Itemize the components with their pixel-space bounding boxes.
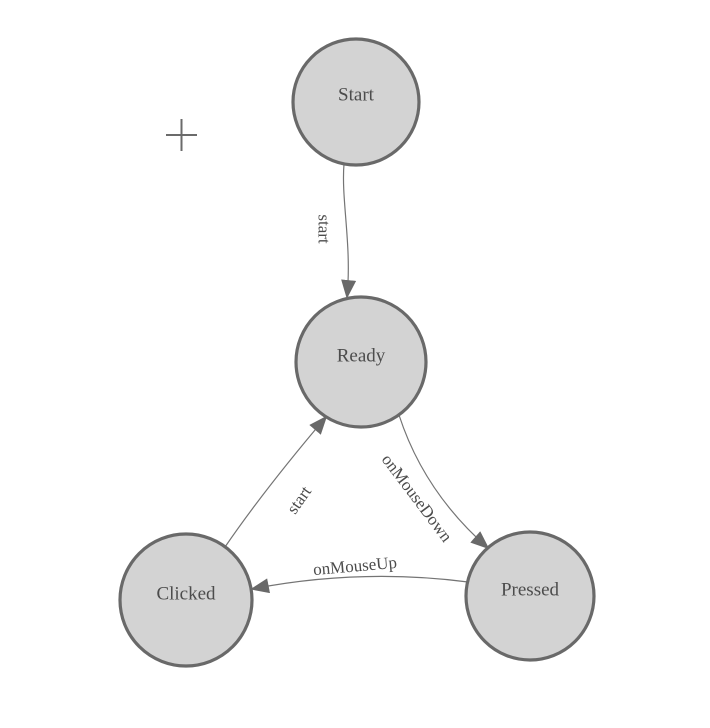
nodes-layer: Start Ready Clicked Pressed [118, 37, 596, 668]
transition-label-ready-to-pressed: onMouseDown [378, 450, 457, 546]
transition-ready-to-pressed[interactable] [398, 414, 490, 550]
transition-start-to-ready[interactable] [341, 163, 357, 299]
transition-clicked-to-ready[interactable] [224, 415, 328, 548]
transition-pressed-to-clicked[interactable] [250, 575, 469, 594]
state-node-ready[interactable]: Ready [294, 295, 428, 429]
state-circle-ready[interactable] [294, 295, 428, 429]
state-node-start[interactable]: Start [291, 37, 421, 167]
transition-label-clicked-to-ready: start [283, 482, 316, 517]
crosshair-icon [166, 119, 197, 151]
state-label-start: Start [338, 85, 375, 106]
transition-label-start-to-ready: start [315, 214, 334, 244]
state-circle-clicked[interactable] [118, 532, 254, 668]
state-label-pressed: Pressed [501, 580, 560, 601]
state-node-clicked[interactable]: Clicked [118, 532, 254, 668]
state-label-ready: Ready [337, 346, 386, 367]
state-node-pressed[interactable]: Pressed [464, 530, 596, 662]
state-circle-pressed[interactable] [464, 530, 596, 662]
state-label-clicked: Clicked [156, 584, 216, 605]
state-circle-start[interactable] [291, 37, 421, 167]
transition-label-pressed-to-clicked: onMouseUp [312, 553, 397, 579]
